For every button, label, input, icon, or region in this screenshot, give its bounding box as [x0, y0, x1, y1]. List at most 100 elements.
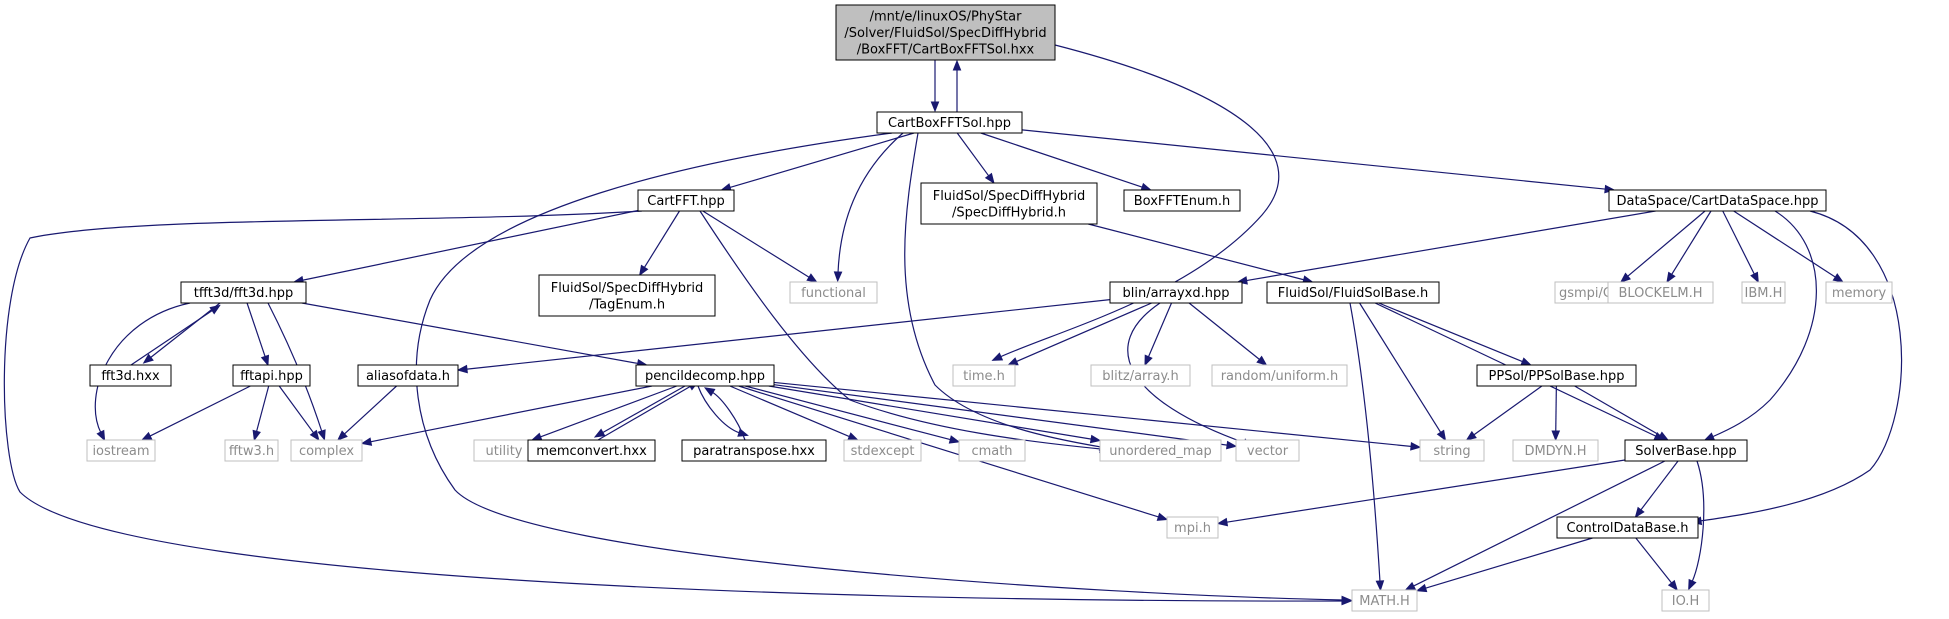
node-label-fftapi: fftapi.hpp: [240, 369, 303, 384]
node-box-fluidsolbase: [1266, 281, 1440, 304]
arrowhead-tfft3d-to-iostream: [96, 429, 106, 442]
node-label-utility: utility: [486, 444, 523, 459]
node-cartdataspace[interactable]: DataSpace/CartDataSpace.hpp: [1608, 189, 1827, 212]
edge-pencildecomp-to-vector: [773, 384, 1229, 446]
node-label-unordered_map: unordered_map: [1109, 444, 1212, 459]
arrowhead-arrayxd-to-random: [1256, 355, 1268, 366]
node-label-tagenum-line-1: FluidSol/SpecDiffHybrid: [551, 281, 704, 296]
edge-specdiffhybrid-to-fluidsolbase: [1088, 223, 1305, 281]
edge-cartfft-to-tagenum: [643, 210, 680, 269]
node-label-tfft3d: tfft3d/fft3d.hpp: [194, 286, 294, 301]
edge-cartdataspace-to-controldatabase: [1699, 210, 1903, 522]
node-box-boxfftenum: [1123, 189, 1241, 212]
nodes-layer: /mnt/e/linuxOS/PhyStar/Solver/FluidSol/S…: [86, 4, 1893, 612]
node-fftapi[interactable]: fftapi.hpp: [232, 364, 311, 387]
node-label-controldatabase: ControlDataBase.h: [1566, 521, 1688, 536]
node-label-cartdataspace: DataSpace/CartDataSpace.hpp: [1616, 194, 1818, 209]
node-boxfftenum[interactable]: BoxFFTEnum.h: [1123, 189, 1241, 212]
node-ppsolbase[interactable]: PPSol/PPSolBase.hpp: [1476, 364, 1637, 387]
node-cartfft[interactable]: CartFFT.hpp: [637, 189, 735, 212]
arrowhead-root-to-timeh: [991, 352, 1004, 361]
node-cartboxfftsol[interactable]: CartBoxFFTSol.hpp: [876, 111, 1023, 134]
edge-aliasofdata-to-complex: [343, 385, 397, 436]
arrowhead-fft3dhxx-to-tfft3d: [209, 304, 221, 315]
node-stdexcept: stdexcept: [843, 439, 922, 462]
node-pencildecomp[interactable]: pencildecomp.hpp: [635, 364, 775, 387]
arrowhead-arrayxd-to-timeh: [1007, 357, 1019, 366]
edge-root-to-timeh: [999, 44, 1280, 358]
node-tfft3d[interactable]: tfft3d/fft3d.hpp: [180, 281, 307, 304]
edge-tfft3d-to-fftapi: [246, 302, 266, 358]
node-label-fluidsolbase: FluidSol/FluidSolBase.h: [1278, 286, 1428, 301]
node-label-ppsolbase: PPSol/PPSolBase.hpp: [1489, 369, 1625, 384]
node-arrayxd[interactable]: blin/arrayxd.hpp: [1109, 281, 1243, 304]
arrowhead-cartfft-to-tagenum: [639, 264, 649, 277]
node-functional: functional: [789, 281, 878, 304]
node-memconvert[interactable]: memconvert.hxx: [527, 439, 656, 462]
edge-cartfft-to-unordered_map: [699, 210, 1102, 450]
arrowhead-arrayxd-to-aliasofdata: [456, 364, 468, 374]
node-tagenum[interactable]: FluidSol/SpecDiffHybrid/TagEnum.h: [538, 274, 716, 317]
arrowhead-tfft3d-to-fft3dhxx: [142, 353, 154, 364]
node-box-iostream: [86, 439, 156, 462]
node-string: string: [1419, 439, 1485, 462]
node-label-root-line-3: /BoxFFT/CartBoxFFTSol.hxx: [857, 43, 1035, 58]
edge-tfft3d-to-iostream: [94, 302, 191, 434]
arrowhead-cartdataspace-to-blockelm: [1666, 271, 1676, 284]
edge-cartdataspace-to-blockelm: [1670, 210, 1712, 276]
node-root[interactable]: /mnt/e/linuxOS/PhyStar/Solver/FluidSol/S…: [835, 4, 1056, 61]
node-controldatabase[interactable]: ControlDataBase.h: [1556, 516, 1699, 539]
edge-cartfft-to-mathh: [3, 210, 1344, 602]
node-box-tagenum: [538, 274, 716, 317]
node-fft3dhxx[interactable]: fft3d.hxx: [89, 364, 172, 387]
edge-paratranspose-to-pencildecomp: [711, 391, 746, 441]
node-box-vector: [1235, 439, 1300, 462]
node-box-cartdataspace: [1608, 189, 1827, 212]
node-label-mpih: mpi.h: [1174, 521, 1211, 536]
arrowhead-cartdataspace-to-memory: [1832, 273, 1844, 283]
node-box-dmdyn: [1512, 439, 1599, 462]
node-box-paratranspose: [681, 439, 827, 462]
node-box-random: [1211, 364, 1348, 387]
node-label-memory: memory: [1832, 286, 1887, 301]
arrowhead-pencildecomp-to-memconvert: [593, 428, 606, 438]
node-box-pencildecomp: [635, 364, 775, 387]
node-label-string: string: [1433, 444, 1470, 459]
arrowhead-cartfft-to-mathh: [1341, 596, 1353, 606]
arrowhead-pencildecomp-to-unordered_map: [1089, 434, 1102, 444]
edge-cartboxfftsol-to-boxfftenum: [980, 132, 1144, 189]
arrowhead-cartboxfftsol-to-specdiffhybrid: [984, 172, 995, 185]
node-fluidsolbase[interactable]: FluidSol/FluidSolBase.h: [1266, 281, 1440, 304]
edge-solverbase-to-controldatabase: [1639, 460, 1679, 511]
node-cmath: cmath: [958, 439, 1026, 462]
node-ioh: IO.H: [1661, 589, 1710, 612]
node-ibm: IBM.H: [1741, 281, 1786, 304]
arrowhead-pencildecomp-to-utility: [530, 432, 543, 441]
edge-cartdataspace-to-ibm: [1722, 210, 1756, 276]
node-label-ibm: IBM.H: [1745, 286, 1783, 301]
edge-controldatabase-to-mathh: [1424, 537, 1593, 590]
arrowhead-cartboxfftsol-to-root: [952, 59, 962, 71]
node-label-iostream: iostream: [92, 444, 149, 459]
edge-ppsolbase-to-string: [1472, 385, 1543, 436]
node-solverbase[interactable]: SolverBase.hpp: [1624, 439, 1748, 462]
node-box-complex: [290, 439, 363, 462]
edge-ppsolbase-to-solverbase: [1574, 385, 1662, 437]
arrowhead-fluidsolbase-to-mathh: [1375, 580, 1385, 592]
node-label-root-line-1: /mnt/e/linuxOS/PhyStar: [870, 10, 1022, 25]
node-specdiffhybrid[interactable]: FluidSol/SpecDiffHybrid/SpecDiffHybrid.h: [920, 182, 1098, 225]
arrowhead-fftapi-to-complex: [309, 429, 320, 442]
arrowhead-pencildecomp-to-vector: [1226, 440, 1238, 450]
edge-solverbase-to-mathh: [1412, 460, 1666, 587]
node-iostream: iostream: [86, 439, 156, 462]
node-label-tagenum-line-2: /TagEnum.h: [589, 297, 665, 312]
node-box-mathh: [1351, 589, 1418, 612]
arrowhead-fluidsolbase-to-string: [1436, 429, 1447, 442]
arrowhead-solverbase-to-ioh: [1688, 578, 1697, 591]
node-paratranspose[interactable]: paratranspose.hxx: [681, 439, 827, 462]
edge-controldatabase-to-ioh: [1635, 537, 1673, 585]
arrowhead-pencildecomp-to-cmath: [948, 435, 961, 444]
node-aliasofdata[interactable]: aliasofdata.h: [357, 364, 459, 387]
node-box-memory: [1825, 281, 1893, 304]
